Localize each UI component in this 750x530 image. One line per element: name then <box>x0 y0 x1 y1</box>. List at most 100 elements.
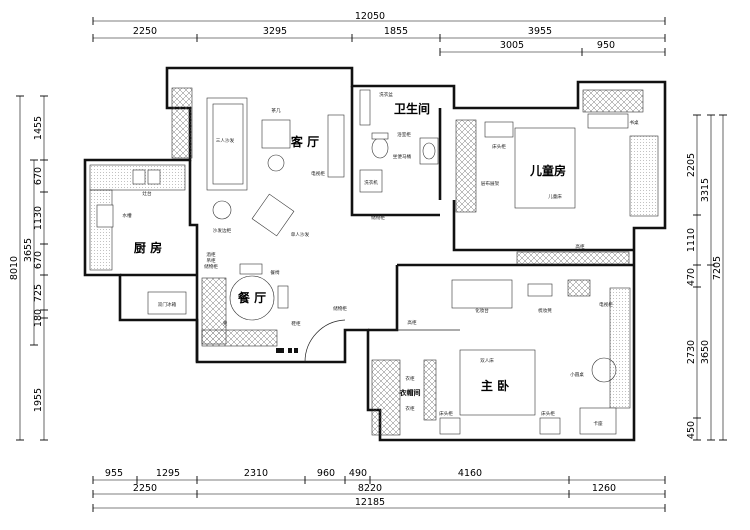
three-seat-sofa-cushion <box>212 103 244 185</box>
room-kids: 儿童房 <box>529 163 566 178</box>
dim-bot-4: 960 <box>317 468 335 479</box>
label-tea-table: 茶几 <box>271 107 281 114</box>
dining-bench <box>201 329 278 347</box>
dim-bot-6: 4160 <box>458 468 482 479</box>
label-cabinet-b: 储物柜 <box>371 214 385 221</box>
label-stool2: 梳妆凳 <box>538 307 552 314</box>
toilet-tank <box>371 132 389 140</box>
room-living: 客 厅 <box>290 134 319 149</box>
sink-right <box>147 169 161 185</box>
dim-left-4: 670 <box>33 251 44 269</box>
dim-bot-sub-2: 8220 <box>358 483 382 494</box>
room-dining: 餐 厅 <box>238 290 266 305</box>
label-vanity: 化妆台 <box>475 307 489 314</box>
label-wine-cab: 酒柜 <box>206 251 216 258</box>
dim-left-3: 1130 <box>33 206 44 230</box>
dim-bot-sub-1: 2250 <box>133 483 157 494</box>
label-misc2: 储物柜 <box>333 305 347 312</box>
dining: 酒柜 吊柜 储物柜 餐椅 餐 厅 凳 鞋柜 储物柜 <box>201 251 347 363</box>
closet-wardrobe-right <box>423 359 437 421</box>
vanity-stool <box>527 283 553 297</box>
kids-room: 层布展架 儿童床 床头柜 儿童房 书桌 高柜 <box>455 89 659 265</box>
dim-bot-2: 1295 <box>156 468 180 479</box>
balcony-seat <box>579 407 617 435</box>
bedside-left <box>439 417 461 435</box>
label-kids-bed: 儿童床 <box>548 193 562 200</box>
dim-right-1: 2205 <box>686 153 697 177</box>
dim-right-3: 470 <box>686 268 697 286</box>
label-study-desk: 书桌 <box>629 119 639 126</box>
label-stool: 凳 <box>223 320 228 327</box>
fridge <box>147 291 187 315</box>
dim-bot-7: 1260 <box>592 483 616 494</box>
double-bed <box>459 349 536 416</box>
stool-living <box>267 154 285 172</box>
dim-top-sub-1: 3005 <box>500 40 524 51</box>
dim-right-sub-1: 3315 <box>700 178 711 202</box>
dimension-right: 2205 1110 470 2730 450 3315 3650 7205 <box>686 114 727 441</box>
room-bathroom: 卫生间 <box>394 101 430 116</box>
kids-bed <box>514 127 576 209</box>
dim-bot-total: 12185 <box>355 497 385 508</box>
label-side-cab: 储物柜 <box>204 263 218 270</box>
bedside-right <box>539 417 561 435</box>
living-cabinet <box>171 87 193 159</box>
label-tv2: 电视柜 <box>599 301 613 308</box>
dining-step-1 <box>276 348 284 353</box>
master-side-cabinet <box>567 279 591 297</box>
living-room: 三人沙发 茶几 电视柜 沙发边柜 单人沙发 客 厅 <box>171 87 345 238</box>
label-shoe: 鞋柜 <box>291 320 301 327</box>
dim-top-1: 2250 <box>133 26 157 37</box>
dim-bot-5: 490 <box>349 468 367 479</box>
dim-top-total: 12050 <box>355 11 385 22</box>
label-bedside2: 床头柜 <box>541 410 555 417</box>
dim-bot-1: 955 <box>105 468 123 479</box>
label-wash-basin: 洗衣盆 <box>379 91 393 98</box>
label-sink: 水槽 <box>122 212 132 219</box>
dim-left-total: 8010 <box>9 256 20 280</box>
dim-left-7: 1955 <box>33 388 44 412</box>
master-wardrobe <box>609 287 631 409</box>
label-sofa-side: 沙发边柜 <box>213 227 232 234</box>
label-dining-chair: 餐椅 <box>270 269 280 276</box>
vanity <box>451 279 513 309</box>
dimension-top: 12050 2250 3295 1855 3955 3005 950 <box>92 11 666 56</box>
label-balcony-seat: 卡座 <box>593 420 603 427</box>
dining-chair-top <box>239 263 263 275</box>
bathroom: 卫生间 洗衣盆 浴室柜 坐便马桶 洗衣机 储物柜 <box>359 89 439 221</box>
label-tv-cabinet: 电视柜 <box>311 170 325 177</box>
closet-wardrobe-left <box>371 359 401 436</box>
kids-study-desk <box>587 113 629 129</box>
tv-cabinet <box>327 114 345 178</box>
basin-bowl <box>422 142 436 160</box>
label-bedside-k: 床头柜 <box>492 143 506 150</box>
label-tall2: 高柜 <box>407 319 417 326</box>
dimension-left: 8010 3655 1455 670 1130 670 725 180 1955 <box>9 95 48 441</box>
label-fitting: 衣柜 <box>405 375 415 382</box>
dim-right-sub-2: 3650 <box>700 340 711 364</box>
label-fridge: 双门冰箱 <box>158 301 177 308</box>
dim-bot-3: 2310 <box>244 468 268 479</box>
kitchen-counter-left <box>89 189 113 271</box>
label-cloth-shelf: 层布展架 <box>481 180 500 187</box>
label-washer: 洗衣机 <box>364 179 378 186</box>
label-range: 灶台 <box>142 190 152 197</box>
dim-right-4: 2730 <box>686 340 697 364</box>
label-high-cab: 吊柜 <box>206 257 216 264</box>
label-hanging: 衣柜 <box>405 405 415 412</box>
dim-top-3: 1855 <box>384 26 408 37</box>
dim-top-2: 3295 <box>263 26 287 37</box>
dim-left-6: 180 <box>33 309 44 327</box>
kids-bedside <box>484 121 514 138</box>
label-single-sofa: 单人沙发 <box>291 231 310 238</box>
dim-left-1: 1455 <box>33 116 44 140</box>
dining-step-3 <box>294 348 298 353</box>
dim-left-sub: 3655 <box>23 238 34 262</box>
dim-top-4: 3955 <box>528 26 552 37</box>
dim-right-5: 450 <box>686 421 697 439</box>
room-master: 主 卧 <box>481 378 509 393</box>
label-tall-cab: 高柜 <box>575 243 585 250</box>
kids-desk-cabinet <box>582 89 644 113</box>
dim-left-5: 725 <box>33 284 44 302</box>
